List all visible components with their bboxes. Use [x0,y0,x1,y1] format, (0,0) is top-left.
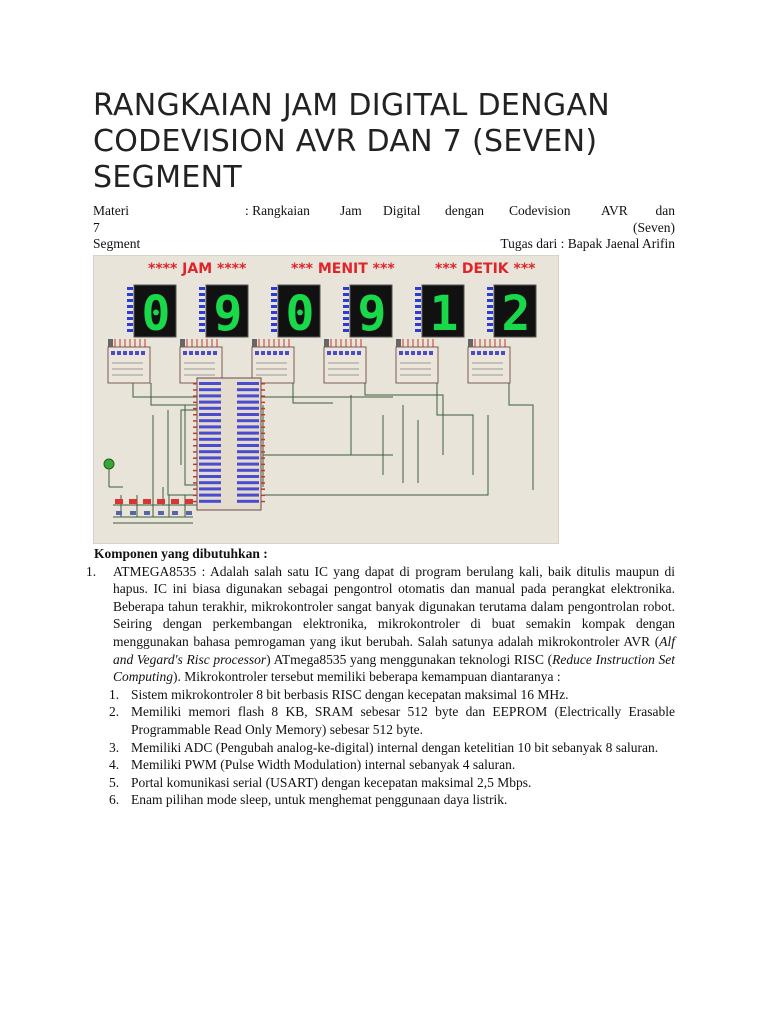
circuit-schematic-image: **** JAM **** *** MENIT *** *** DETIK **… [93,255,559,544]
digit-value: 9 [214,286,243,342]
meta-block: Materi : Rangkaian Jam Digital dengan Co… [93,203,675,253]
microcontroller-ic [193,377,265,511]
list-number: 1. [86,563,97,579]
seven-segment-digit: 9 [199,284,249,342]
list-item-1: 1. ATMEGA8535 : Adalah salah satu IC yan… [86,563,675,686]
components-heading: Komponen yang dibutuhkan : [94,546,268,561]
item1-italic-risc: Reduce Instruction Set Computing [113,651,675,685]
sub-list-item: 3. Memiliki ADC (Pengubah analog-ke-digi… [93,739,675,757]
content-section: Komponen yang dibutuhkan : 1. ATMEGA8535… [86,545,675,809]
push-button [185,499,193,515]
sub-list-item: 4. Memiliki PWM (Pulse Width Modulation)… [93,756,675,774]
seven-segment-digit: 0 [271,284,321,342]
meta-word-segment: Segment [93,236,141,251]
digit-value: 9 [358,286,387,342]
sub-number: 3. [109,739,120,755]
seven-segment-digit: 1 [415,284,465,342]
decoder-ic [467,339,511,384]
meta-word-avr: AVR [601,203,628,218]
sub-number: 4. [109,757,120,773]
push-button [143,499,151,515]
sub-number: 6. [109,792,120,808]
push-button [115,499,123,515]
sub-list-item: 6. Enam pilihan mode sleep, untuk menghe… [93,791,675,809]
meta-word-jam: Jam [340,203,362,218]
meta-word-rangkaian: : Rangkaian [245,203,310,218]
crystal-oscillator [103,458,123,488]
push-button [171,499,179,515]
meta-word-dan: dan [655,203,676,218]
sub-number: 1. [109,686,120,702]
meta-word-codevision: Codevision [509,203,571,218]
seven-segment-digit: 9 [343,284,393,342]
title-line-1: RANGKAIAN JAM DIGITAL DENGAN [93,88,611,123]
sub-list-item: 2. Memiliki memori flash 8 KB, SRAM sebe… [93,703,675,738]
sub-text: Memiliki ADC (Pengubah analog-ke-digital… [131,739,419,755]
sub-text: Portal komunikasi serial (USART) dengan … [131,774,532,790]
item1-text-part-3: ). Mikrokontroler tersebut memiliki bebe… [173,669,561,685]
meta-word-seven: (Seven) [633,219,675,235]
decoder-ic [107,339,151,384]
meta-row-3: Segment Tugas dari : Bapak Jaenal Arifin [93,236,675,253]
title-line-2: CODEVISION AVR DAN 7 (SEVEN) [93,124,598,159]
page-title: RANGKAIAN JAM DIGITAL DENGAN CODEVISION … [93,88,693,196]
decoder-ic [179,339,223,384]
title-line-3: SEGMENT [93,160,242,195]
item1-text-part-2: ) ATmega8535 yang menggunakan teknologi … [266,651,553,667]
label-menit: *** MENIT *** [291,261,395,277]
decoder-ic [323,339,367,384]
push-button [157,499,165,515]
item1-italic-avr: Alf and Vegard's Risc processor [113,633,675,667]
label-jam: **** JAM **** [148,261,247,277]
meta-word-digital: Digital [383,203,421,218]
decoder-ic [251,339,295,384]
digit-value: 2 [502,286,531,342]
sub-text: Memiliki memori flash 8 KB, SRAM sebesar… [131,704,675,737]
sub-extra: dengan ketelitian 10 bit sebanyak 8 salu… [418,739,659,755]
meta-word-7: 7 [93,219,100,235]
item1-text-part-1: ATMEGA8535 : Adalah salah satu IC yang d… [113,563,675,649]
meta-word-materi: Materi [93,203,129,218]
digit-value: 0 [286,286,315,342]
decoder-ic-row [107,339,511,384]
meta-word-dengan: dengan [445,203,484,218]
sub-text: Memiliki PWM (Pulse Width Modulation) in… [131,757,516,773]
decoder-ic [395,339,439,384]
push-button [129,499,137,515]
push-button-row [115,499,193,515]
digit-value: 1 [430,286,459,342]
sub-number: 2. [109,704,120,720]
meta-row-2: 7 (Seven) [93,220,675,237]
sub-number: 5. [109,774,120,790]
meta-row-1: Materi : Rangkaian Jam Digital dengan Co… [93,203,675,220]
sub-list-item: 5. Portal komunikasi serial (USART) deng… [93,774,675,792]
sub-list-item: 1. Sistem mikrokontroler 8 bit berbasis … [93,686,675,704]
sub-text: Sistem mikrokontroler 8 bit berbasis RIS… [131,686,569,702]
sub-text: Enam pilihan mode sleep, untuk menghemat… [131,792,508,808]
digit-value: 0 [142,286,171,342]
label-detik: *** DETIK *** [435,261,536,277]
seven-segment-digit: 2 [487,284,537,342]
seven-segment-digit: 0 [127,284,177,342]
meta-tugas: Tugas dari : Bapak Jaenal Arifin [500,236,675,251]
